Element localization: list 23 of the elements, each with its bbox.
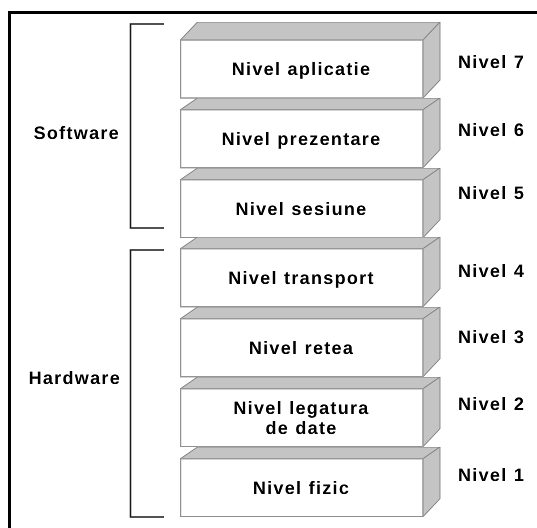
layer-name: Nivel fizic (252, 477, 350, 498)
layer-block (180, 376, 441, 448)
level-label: Nivel 4 (458, 261, 526, 281)
level-label: Nivel 3 (458, 327, 526, 347)
layer-block (180, 98, 441, 169)
layer-name: Nivel sesiune (236, 198, 368, 218)
layer-name: Nivel aplicatie (232, 59, 372, 79)
level-label: Nivel 6 (458, 120, 526, 140)
level-label: Nivel 2 (458, 394, 526, 414)
layer-block (180, 307, 441, 378)
layer-name: Nivel transport (228, 268, 375, 288)
layer-block (180, 446, 441, 518)
level-label: Nivel 5 (458, 183, 526, 203)
layer-block (180, 168, 441, 238)
level-label: Nivel 7 (458, 52, 526, 72)
layer-name: Nivel legatura de date (232, 397, 371, 438)
layer-name: Nivel prezentare (222, 128, 382, 149)
group-label: Software (34, 123, 120, 143)
group-label: Hardware (28, 368, 121, 388)
layer-name: Nivel retea (248, 338, 354, 358)
layer-block (180, 237, 441, 308)
layer-block (180, 22, 441, 99)
level-label: Nivel 1 (458, 465, 526, 485)
